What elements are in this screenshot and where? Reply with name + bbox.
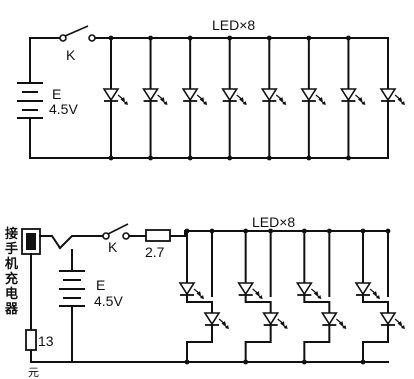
charger-plug — [21, 228, 62, 255]
charger-label-char: 接 — [5, 226, 18, 241]
bottom-wire-resistor-to-leds — [169, 230, 389, 237]
top-battery-voltage: 4.5V — [49, 101, 78, 117]
junction-dot — [148, 35, 153, 41]
top-led — [379, 88, 405, 105]
junction-dot — [385, 228, 391, 234]
bottom-led-wire — [303, 324, 331, 363]
bottom-led-array — [178, 228, 405, 365]
top-led-array — [102, 35, 405, 161]
bottom-led-wire — [362, 294, 389, 314]
junction-dot — [184, 359, 190, 365]
top-circuit: K E 4.5V LED×8 — [17, 17, 405, 161]
junction-dot — [227, 155, 233, 161]
charger-label-char: 器 — [4, 301, 19, 316]
junction-dot — [306, 35, 312, 41]
bottom-led-wire — [186, 294, 213, 314]
bottom-led — [237, 282, 263, 299]
bottom-led — [178, 282, 204, 299]
bottom-led — [295, 282, 322, 299]
charger-label-char: 电 — [5, 286, 18, 301]
bottom-led-wire — [244, 294, 272, 314]
top-led — [142, 88, 168, 105]
top-led-label: LED×8 — [212, 17, 255, 33]
bottom-led — [354, 282, 380, 299]
charger-label-char: 充 — [5, 271, 18, 286]
junction-dot — [209, 228, 215, 234]
top-led — [300, 88, 326, 105]
junction-dot — [346, 155, 351, 161]
junction-dot — [108, 35, 114, 41]
junction-dot — [346, 35, 351, 41]
junction-dot — [243, 228, 249, 234]
bottom-battery-voltage: 4.5V — [94, 293, 123, 309]
junction-dot — [360, 228, 366, 234]
bottom-led-label: LED×8 — [252, 214, 295, 230]
junction-dot — [184, 228, 190, 234]
top-battery — [17, 82, 43, 119]
top-battery-label: E — [52, 86, 61, 102]
bottom-led — [379, 312, 405, 329]
lower-resistor — [25, 329, 37, 351]
bottom-led — [262, 312, 288, 329]
bottom-led-wire — [303, 294, 331, 314]
junction-dot — [148, 155, 153, 161]
charger-label-char: 手 — [5, 241, 18, 256]
bottom-switch-label: K — [108, 239, 118, 255]
top-led — [221, 88, 247, 105]
lower-resistor-label: 13 — [38, 333, 54, 349]
bottom-led — [320, 312, 347, 329]
top-led — [102, 88, 128, 105]
top-led — [260, 88, 287, 105]
junction-dot — [266, 35, 272, 41]
top-switch — [59, 25, 96, 42]
bottom-led — [203, 312, 229, 329]
junction-dot — [108, 155, 114, 161]
top-led — [181, 88, 208, 105]
junction-dot — [227, 35, 233, 41]
junction-dot — [360, 359, 366, 365]
bottom-battery — [59, 270, 85, 307]
junction-dot — [326, 228, 332, 234]
bottom-battery-label: E — [96, 277, 105, 293]
junction-dot — [306, 155, 312, 161]
junction-dot — [301, 228, 307, 234]
corner-mark: 元 — [28, 367, 39, 379]
bottom-wire-plug-to-switch — [58, 235, 105, 250]
junction-dot — [187, 155, 193, 161]
bottom-led-wire — [244, 324, 272, 363]
junction-dot — [301, 359, 307, 365]
top-led — [339, 88, 366, 105]
charger-label-char: 机 — [5, 256, 18, 271]
junction-dot — [243, 359, 249, 365]
top-switch-label: K — [66, 47, 76, 63]
bottom-led-wire — [186, 324, 213, 363]
junction-dot — [187, 35, 193, 41]
bottom-resistor — [145, 229, 171, 242]
junction-dot — [266, 155, 272, 161]
bottom-switch — [102, 223, 130, 240]
junction-dot — [268, 228, 274, 234]
bottom-resistor-label: 2.7 — [145, 244, 165, 260]
bottom-led-wire — [362, 324, 389, 363]
